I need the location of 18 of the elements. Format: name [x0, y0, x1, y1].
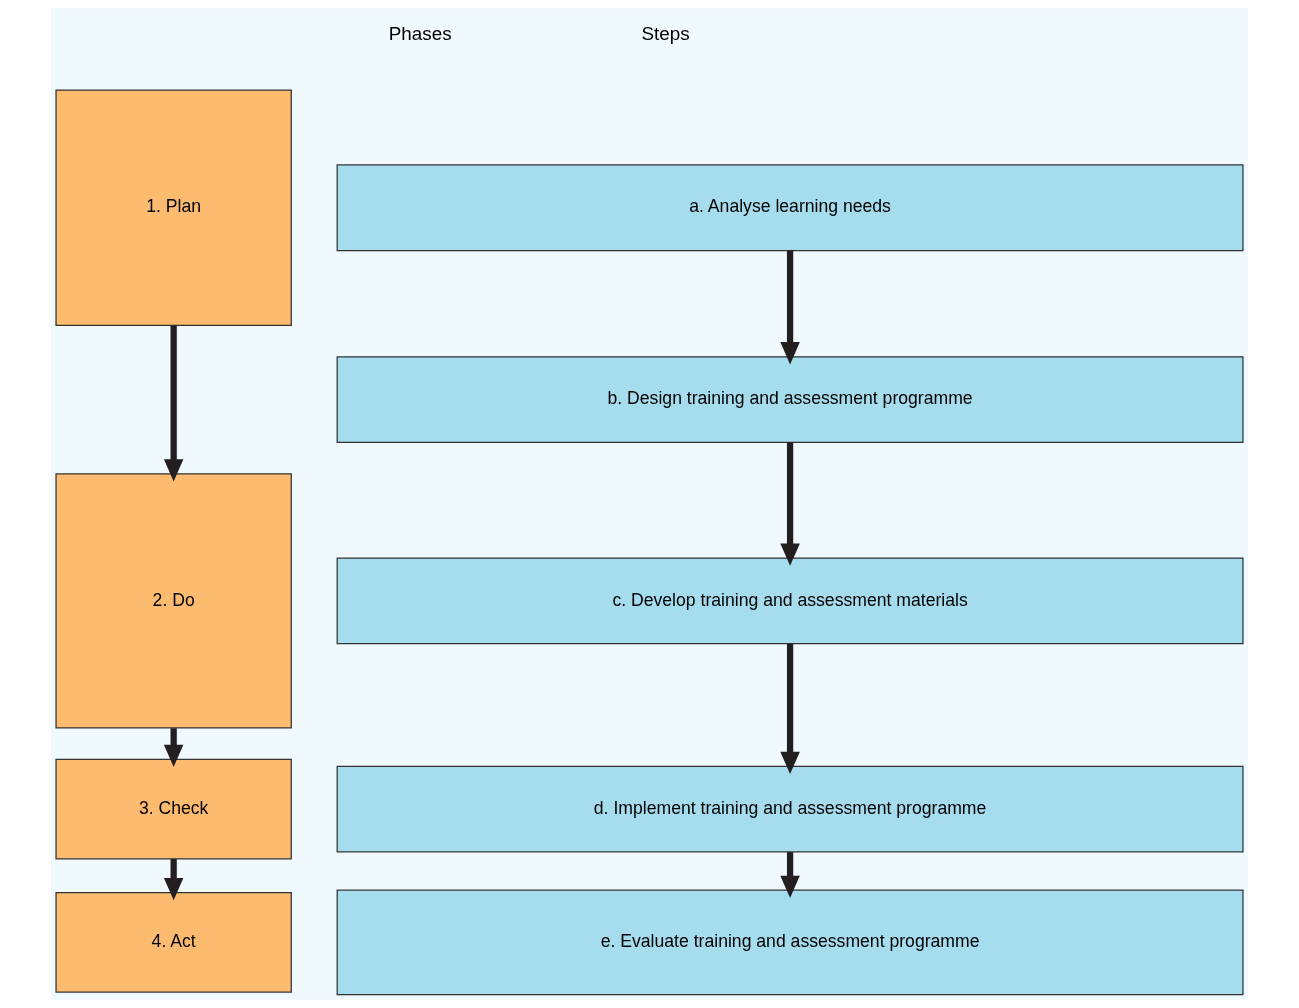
- arrow: [780, 442, 800, 566]
- arrow: [163, 325, 184, 482]
- node-box: b. Design training and assessment programme: [336, 356, 1244, 443]
- arrow: [780, 250, 800, 365]
- node-box: c. Develop training and assessment materials: [336, 557, 1244, 645]
- label: Phases: [388, 23, 452, 45]
- arrow: [780, 643, 800, 775]
- label: Steps: [641, 23, 690, 45]
- node-box: a. Analyse learning needs: [336, 164, 1244, 252]
- node-box: 4. Act: [55, 892, 292, 993]
- node-box: 3. Check: [55, 758, 292, 860]
- arrow: [780, 852, 800, 898]
- arrow: [163, 728, 184, 767]
- arrow: [163, 859, 184, 901]
- node-box: 1. Plan: [55, 89, 292, 326]
- node-box: 2. Do: [55, 473, 292, 729]
- node-box: e. Evaluate training and assessment programme: [336, 889, 1244, 996]
- node-box: d. Implement training and assessment programme: [336, 765, 1244, 853]
